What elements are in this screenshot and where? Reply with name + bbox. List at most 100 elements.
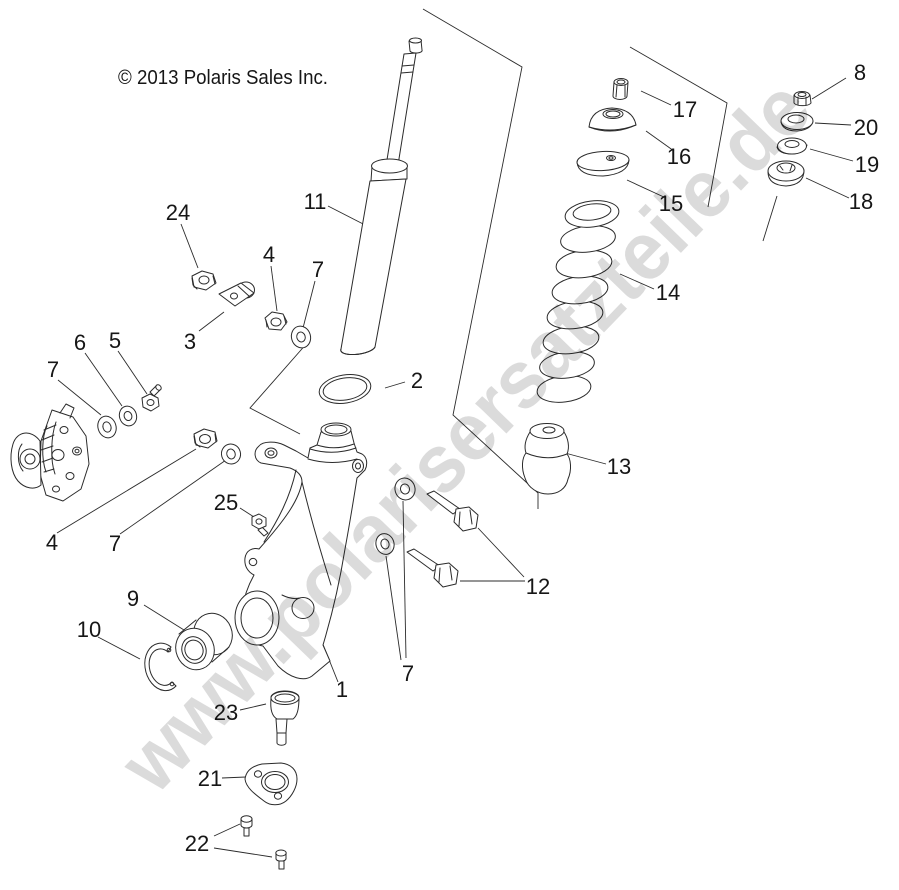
leader-line — [56, 448, 197, 534]
leader-line — [239, 507, 255, 518]
leader-line — [477, 527, 525, 578]
bolt-12a-drawing — [426, 490, 479, 532]
callout-7: 7 — [47, 357, 59, 382]
callout-6: 6 — [74, 330, 86, 355]
washer-7-right-lower-drawing — [375, 533, 395, 555]
leader-line — [814, 122, 852, 126]
callout-17: 17 — [673, 97, 697, 122]
bolt-12b-drawing — [406, 548, 459, 588]
callout-21: 21 — [198, 766, 222, 791]
leader-line — [119, 459, 227, 535]
leader-line — [117, 350, 148, 395]
flange-nut-8-drawing — [793, 91, 812, 107]
callout-24: 24 — [166, 200, 190, 225]
bracket-line — [629, 46, 728, 208]
leader-lines — [56, 77, 854, 858]
leader-line — [221, 776, 247, 779]
callout-22: 22 — [185, 831, 209, 856]
leader-line — [402, 500, 407, 659]
callout-18: 18 — [849, 189, 873, 214]
snap-ring-drawing — [144, 642, 177, 692]
callout-10: 10 — [77, 617, 101, 642]
leader-line — [805, 177, 850, 199]
hex-nut-4-lower-drawing — [193, 428, 218, 449]
leader-line — [384, 381, 406, 389]
callout-14: 14 — [656, 280, 680, 305]
callout-7: 7 — [109, 531, 121, 556]
leader-line — [57, 379, 102, 416]
callout-1: 1 — [336, 677, 348, 702]
callout-16: 16 — [667, 144, 691, 169]
coil-spring-drawing — [536, 200, 620, 403]
callout-2: 2 — [411, 368, 423, 393]
bracket-line — [249, 341, 309, 435]
strut-housing-drawing — [234, 422, 368, 680]
leader-line — [143, 604, 185, 631]
leader-line — [619, 273, 655, 290]
callout-5: 5 — [109, 328, 121, 353]
callout-15: 15 — [659, 191, 683, 216]
bump-stop-drawing — [522, 423, 571, 495]
leader-line — [213, 823, 241, 837]
lock-nut-17-drawing — [612, 78, 629, 100]
flange-plate-drawing — [244, 762, 298, 806]
washer-19-drawing — [776, 137, 808, 155]
copyright-text: © 2013 Polaris Sales Inc. — [118, 67, 328, 89]
bracket-line — [762, 195, 778, 242]
callout-labels: 1234456777789101112131415161718192021222… — [46, 60, 879, 856]
leader-line — [97, 636, 141, 660]
washer-7-mid-drawing — [220, 443, 242, 465]
callout-11: 11 — [304, 189, 327, 214]
leader-line — [811, 77, 847, 100]
screw-22b-drawing — [275, 849, 287, 870]
leader-line — [84, 352, 123, 407]
o-ring-drawing — [318, 374, 372, 404]
callout-3: 3 — [184, 329, 196, 354]
callout-23: 23 — [214, 700, 238, 725]
hex-nut-24-drawing — [191, 270, 217, 291]
leader-line — [564, 452, 607, 465]
callout-7: 7 — [312, 257, 324, 282]
leader-line — [809, 148, 854, 162]
washer-20-drawing — [780, 112, 814, 132]
washer-7-upper-drawing — [290, 325, 312, 349]
leader-line — [385, 555, 402, 661]
bolt-5-drawing — [141, 384, 162, 412]
bracket-lines — [249, 8, 778, 509]
leader-line — [640, 90, 672, 106]
callout-4: 4 — [263, 242, 275, 267]
hex-nut-4-upper-drawing — [264, 311, 288, 331]
leader-line — [270, 265, 278, 312]
dome-washer-drawing — [588, 107, 637, 132]
brake-caliper-drawing — [10, 403, 90, 502]
washer-7-right-upper-drawing — [394, 477, 416, 501]
callout-20: 20 — [854, 115, 878, 140]
callout-13: 13 — [607, 454, 631, 479]
bolt-25-drawing — [251, 513, 269, 537]
callout-7: 7 — [402, 661, 414, 686]
callout-4: 4 — [46, 530, 58, 555]
callout-19: 19 — [855, 152, 879, 177]
bracket-line — [422, 8, 539, 509]
spacer-18-drawing — [767, 160, 805, 187]
leader-line — [198, 311, 225, 332]
callout-8: 8 — [854, 60, 866, 85]
leader-line — [239, 703, 267, 711]
retainer-plate-drawing — [576, 150, 630, 177]
leader-line — [213, 847, 273, 858]
clamp-bracket-drawing — [218, 281, 255, 307]
ball-joint-drawing — [270, 690, 300, 746]
callout-25: 25 — [214, 490, 238, 515]
washer-7-left-drawing — [97, 415, 117, 439]
screw-22a-drawing — [240, 815, 253, 837]
washer-6-drawing — [118, 405, 138, 427]
callout-12: 12 — [526, 574, 550, 599]
leader-line — [180, 223, 199, 269]
callout-9: 9 — [127, 586, 139, 611]
shock-absorber-drawing — [340, 37, 423, 356]
leader-line — [302, 280, 316, 329]
leader-line — [626, 179, 667, 199]
bearing-drawing — [175, 612, 233, 671]
